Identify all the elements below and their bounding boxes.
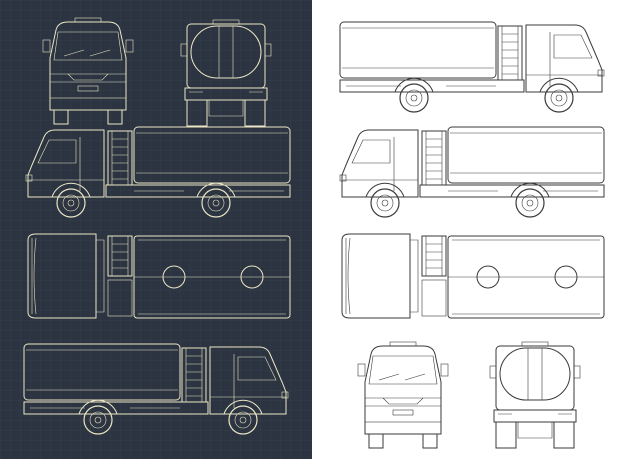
paper-panel [312, 0, 626, 459]
blueprint-grid [0, 0, 312, 459]
